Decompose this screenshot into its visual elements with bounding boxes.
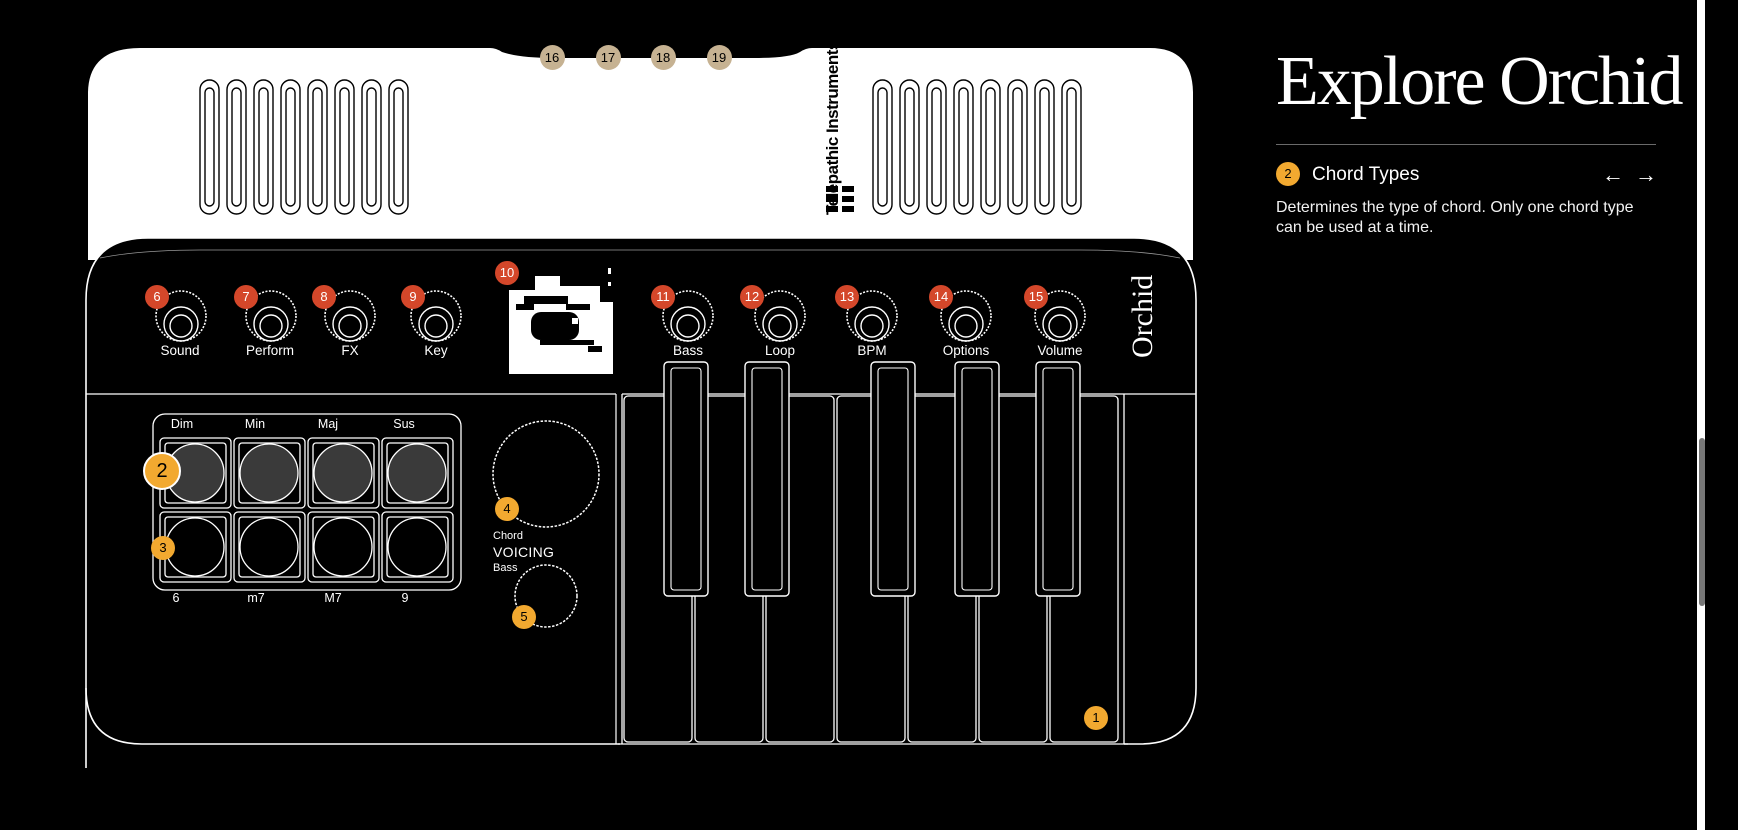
hotspot-10[interactable]: 10 xyxy=(495,261,519,285)
hotspot-1[interactable]: 1 xyxy=(1084,706,1108,730)
left-vents xyxy=(199,79,409,215)
chord-label-6: 6 xyxy=(172,591,180,605)
next-feature-button[interactable]: → xyxy=(1635,164,1657,186)
chord-pad-circles xyxy=(165,443,447,577)
chord-label-min: Min xyxy=(244,417,266,431)
knob-options xyxy=(940,290,992,342)
brand-wordmark: Telepathic Instruments xyxy=(823,41,842,215)
hotspot-9[interactable]: 9 xyxy=(401,285,425,309)
hotspot-14[interactable]: 14 xyxy=(929,285,953,309)
knob-label-sound: Sound xyxy=(160,343,200,358)
chord-label-maj: Maj xyxy=(317,417,339,431)
feature-title: Chord Types xyxy=(1312,164,1420,185)
knob-label-fx: FX xyxy=(341,343,359,358)
knob-loop xyxy=(754,290,806,342)
knob-label-volume: Volume xyxy=(1037,343,1083,358)
eye-display-icon xyxy=(509,268,613,374)
hotspot-18[interactable]: 18 xyxy=(650,44,676,70)
hotspot-17[interactable]: 17 xyxy=(595,44,621,70)
voicing-label-chord: Chord xyxy=(493,530,523,542)
orchid-device-illustration: Telepathic Instruments Orchid Sound Perf… xyxy=(85,41,1197,768)
page-title: Explore Orchid xyxy=(1276,43,1683,120)
knob-fx xyxy=(324,290,376,342)
hotspot-13[interactable]: 13 xyxy=(835,285,859,309)
knob-row xyxy=(155,290,1086,342)
product-wordmark: Orchid xyxy=(1126,274,1159,358)
knob-label-loop: Loop xyxy=(764,343,796,358)
hotspot-8[interactable]: 8 xyxy=(312,285,336,309)
hotspot-16[interactable]: 16 xyxy=(539,44,565,70)
voicing-dial-large xyxy=(492,420,600,528)
knob-bpm xyxy=(846,290,898,342)
feature-number-badge: 2 xyxy=(1276,162,1300,186)
divider xyxy=(1276,144,1656,145)
scrollbar-thumb[interactable] xyxy=(1699,438,1705,606)
scrollbar-track[interactable] xyxy=(1697,0,1705,830)
device-drawing xyxy=(85,48,1197,768)
voicing-label: Chord VOICING Bass xyxy=(493,530,554,574)
knob-label-bass: Bass xyxy=(672,343,704,358)
knob-label-perform: Perform xyxy=(245,343,295,358)
right-vents xyxy=(872,79,1082,215)
brand-logo-icon xyxy=(826,186,854,212)
knob-key xyxy=(410,290,462,342)
hotspot-15[interactable]: 15 xyxy=(1024,285,1048,309)
voicing-label-main: VOICING xyxy=(493,544,555,560)
hotspot-5[interactable]: 5 xyxy=(512,605,536,629)
prev-feature-button[interactable]: ← xyxy=(1602,164,1624,186)
chord-pads xyxy=(159,437,454,583)
feature-description: Determines the type of chord. Only one c… xyxy=(1276,199,1634,236)
knob-bass xyxy=(662,290,714,342)
hotspot-12[interactable]: 12 xyxy=(740,285,764,309)
hotspot-6[interactable]: 6 xyxy=(145,285,169,309)
knob-label-options: Options xyxy=(942,343,990,358)
chord-label-m7: m7 xyxy=(247,591,265,605)
chord-label-sus: Sus xyxy=(393,417,415,431)
black-keys xyxy=(663,361,1081,597)
arrow-right-icon: → xyxy=(1635,162,1657,187)
arrow-left-icon: ← xyxy=(1602,162,1624,187)
hotspot-4[interactable]: 4 xyxy=(495,497,519,521)
knob-sound xyxy=(155,290,207,342)
chord-label-dim: Dim xyxy=(170,417,194,431)
hotspot-7[interactable]: 7 xyxy=(234,285,258,309)
hotspot-2-active[interactable]: 2 xyxy=(143,452,181,490)
knob-label-key: Key xyxy=(424,343,448,358)
knob-volume xyxy=(1034,290,1086,342)
voicing-dial-small xyxy=(514,564,578,628)
knob-perform xyxy=(245,290,297,342)
hotspot-3[interactable]: 3 xyxy=(151,536,175,560)
hotspot-19[interactable]: 19 xyxy=(706,44,732,70)
knob-label-bpm: BPM xyxy=(857,343,887,358)
voicing-label-bass: Bass xyxy=(493,562,518,574)
chord-label-9: 9 xyxy=(401,591,409,605)
chord-label-maj7: M7 xyxy=(324,591,342,605)
hotspot-11[interactable]: 11 xyxy=(651,285,675,309)
